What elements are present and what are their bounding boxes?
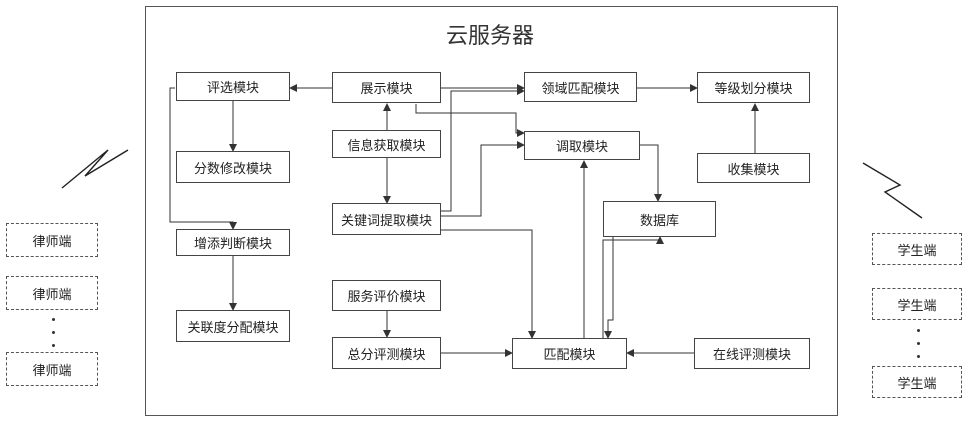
- database: 数据库: [603, 201, 716, 237]
- domain-match-module: 领域匹配模块: [524, 72, 637, 102]
- ellipsis-dot: [52, 344, 55, 347]
- lightning-icon-left: [62, 150, 128, 188]
- lawyer-terminal: 律师端: [6, 276, 98, 310]
- info-acquire-module: 信息获取模块: [332, 130, 441, 158]
- arrow-database-to-match: [608, 237, 613, 338]
- score-modify-module: 分数修改模块: [176, 151, 290, 183]
- arrow-fetch-to-database: [640, 145, 658, 201]
- student-terminal: 学生端: [872, 366, 962, 398]
- arrow-match-to-database: [603, 237, 660, 338]
- arrow-display-to-fetch: [416, 104, 524, 133]
- match-module: 匹配模块: [512, 338, 627, 369]
- selection-module: 评选模块: [176, 72, 290, 101]
- arrow-keyword-to-match: [441, 230, 532, 338]
- add-judge-module: 增添判断模块: [176, 229, 290, 256]
- collect-module: 收集模块: [697, 153, 810, 183]
- ellipsis-dot: [52, 318, 55, 321]
- arrow-keyword-to-domain: [441, 91, 524, 211]
- keyword-extract-module: 关键词提取模块: [332, 203, 441, 235]
- lawyer-terminal: 律师端: [6, 352, 98, 386]
- relevance-allocation-module: 关联度分配模块: [176, 310, 290, 342]
- online-evaluation-module: 在线评测模块: [694, 338, 810, 369]
- ellipsis-dot: [917, 342, 920, 345]
- total-score-module: 总分评测模块: [332, 337, 441, 369]
- fetch-module: 调取模块: [524, 131, 640, 160]
- display-module: 展示模块: [332, 72, 441, 103]
- ellipsis-dot: [52, 331, 55, 334]
- student-terminal: 学生端: [872, 288, 962, 320]
- service-evaluation-module: 服务评价模块: [332, 280, 441, 311]
- lawyer-terminal: 律师端: [6, 223, 98, 257]
- lightning-icon-right: [863, 163, 922, 218]
- arrow-keyword-to-fetch: [441, 145, 524, 216]
- ellipsis-dot: [917, 355, 920, 358]
- student-terminal: 学生端: [872, 233, 962, 265]
- ellipsis-dot: [917, 329, 920, 332]
- grade-division-module: 等级划分模块: [697, 72, 810, 103]
